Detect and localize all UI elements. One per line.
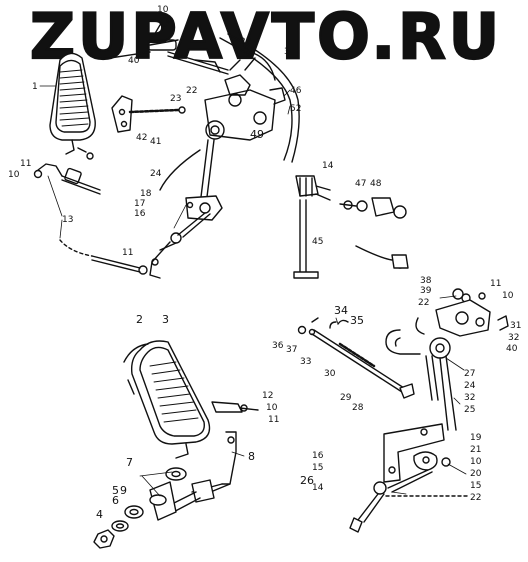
callout-21: 21 bbox=[470, 445, 481, 455]
callout-14: 14 bbox=[312, 483, 324, 493]
callout-29: 29 bbox=[340, 393, 352, 403]
callout-27: 27 bbox=[464, 369, 475, 379]
callout-11: 11 bbox=[20, 159, 31, 169]
callout-11: 11 bbox=[122, 248, 133, 258]
callout-10: 10 bbox=[266, 403, 278, 413]
callout-24: 24 bbox=[464, 381, 476, 391]
callout-22: 22 bbox=[470, 493, 481, 503]
callout-36: 36 bbox=[272, 341, 284, 351]
callout-18: 18 bbox=[140, 189, 152, 199]
callout-3: 3 bbox=[284, 47, 290, 57]
callout-46: 46 bbox=[290, 86, 302, 96]
callout-52: 52 bbox=[290, 104, 301, 114]
callout-9: 9 bbox=[120, 484, 127, 497]
callout-45: 45 bbox=[312, 237, 323, 247]
callout-8: 8 bbox=[248, 450, 255, 463]
callout-25: 25 bbox=[464, 405, 475, 415]
callout-3: 3 bbox=[162, 313, 169, 326]
callout-10: 10 bbox=[470, 457, 482, 467]
callout-23: 23 bbox=[244, 47, 255, 57]
upper-pedal-pad bbox=[49, 52, 96, 155]
callout-17: 17 bbox=[134, 199, 145, 209]
callout-2: 2 bbox=[136, 313, 143, 326]
callout-12: 12 bbox=[262, 391, 273, 401]
callout-26: 26 bbox=[300, 474, 314, 487]
callout-16: 16 bbox=[312, 451, 324, 461]
sensor-bracket-45 bbox=[293, 175, 409, 279]
callout-labels: 10 40 22 23 3 1 23 22 46 52 49 42 41 11 … bbox=[8, 5, 521, 521]
throttle-cable bbox=[219, 33, 300, 163]
callout-28: 28 bbox=[352, 403, 364, 413]
leader-lines bbox=[39, 21, 467, 497]
callout-23: 23 bbox=[170, 94, 181, 104]
callout-40: 40 bbox=[128, 56, 140, 66]
callout-14: 14 bbox=[322, 161, 334, 171]
callout-22: 22 bbox=[186, 86, 197, 96]
callout-48: 48 bbox=[370, 179, 382, 189]
callout-13: 13 bbox=[62, 215, 73, 225]
callout-10: 10 bbox=[157, 5, 169, 15]
pedal-shaft bbox=[149, 431, 237, 521]
callout-20: 20 bbox=[470, 469, 482, 479]
callout-5: 5 bbox=[112, 484, 119, 497]
right-throttle-linkage bbox=[385, 288, 509, 431]
callout-38: 38 bbox=[420, 276, 432, 286]
callout-19: 19 bbox=[470, 433, 482, 443]
callout-4: 4 bbox=[96, 508, 103, 521]
callout-42: 42 bbox=[136, 133, 147, 143]
center-lever-linkage bbox=[149, 139, 223, 279]
left-rod-assembly bbox=[33, 147, 159, 275]
callout-30: 30 bbox=[324, 369, 336, 379]
long-pull-rod bbox=[297, 317, 415, 399]
callout-49: 49 bbox=[250, 128, 264, 141]
callout-41: 41 bbox=[150, 137, 161, 147]
callout-39: 39 bbox=[420, 286, 432, 296]
callout-33: 33 bbox=[300, 357, 311, 367]
callout-34: 34 bbox=[334, 304, 348, 317]
callout-10: 10 bbox=[502, 291, 514, 301]
callout-16: 16 bbox=[134, 209, 146, 219]
callout-47: 47 bbox=[355, 179, 366, 189]
callout-6: 6 bbox=[112, 494, 119, 507]
callout-35: 35 bbox=[350, 314, 364, 327]
callout-7: 7 bbox=[126, 456, 133, 469]
callout-15: 15 bbox=[470, 481, 481, 491]
throttle-body-assembly bbox=[204, 57, 286, 141]
callout-24: 24 bbox=[150, 169, 162, 179]
callout-1: 1 bbox=[32, 82, 38, 92]
site-watermark: ZUPAVTO.RU bbox=[30, 0, 502, 73]
pivot-pin-12 bbox=[211, 401, 259, 413]
callout-32: 32 bbox=[464, 393, 475, 403]
bracket-42 bbox=[111, 95, 186, 133]
lower-pedal-assembly bbox=[123, 340, 211, 459]
callout-10: 10 bbox=[8, 170, 20, 180]
washers-and-nut bbox=[93, 505, 144, 549]
callout-15: 15 bbox=[312, 463, 323, 473]
callout-32: 32 bbox=[508, 333, 519, 343]
lower-right-bracket bbox=[349, 423, 471, 533]
callout-11: 11 bbox=[268, 415, 279, 425]
callout-40: 40 bbox=[506, 344, 518, 354]
callout-37: 37 bbox=[286, 345, 297, 355]
callout-11: 11 bbox=[490, 279, 501, 289]
callout-22: 22 bbox=[418, 298, 429, 308]
callout-31: 31 bbox=[510, 321, 521, 331]
upper-linkage bbox=[109, 17, 229, 75]
callout-22: 22 bbox=[240, 37, 251, 47]
